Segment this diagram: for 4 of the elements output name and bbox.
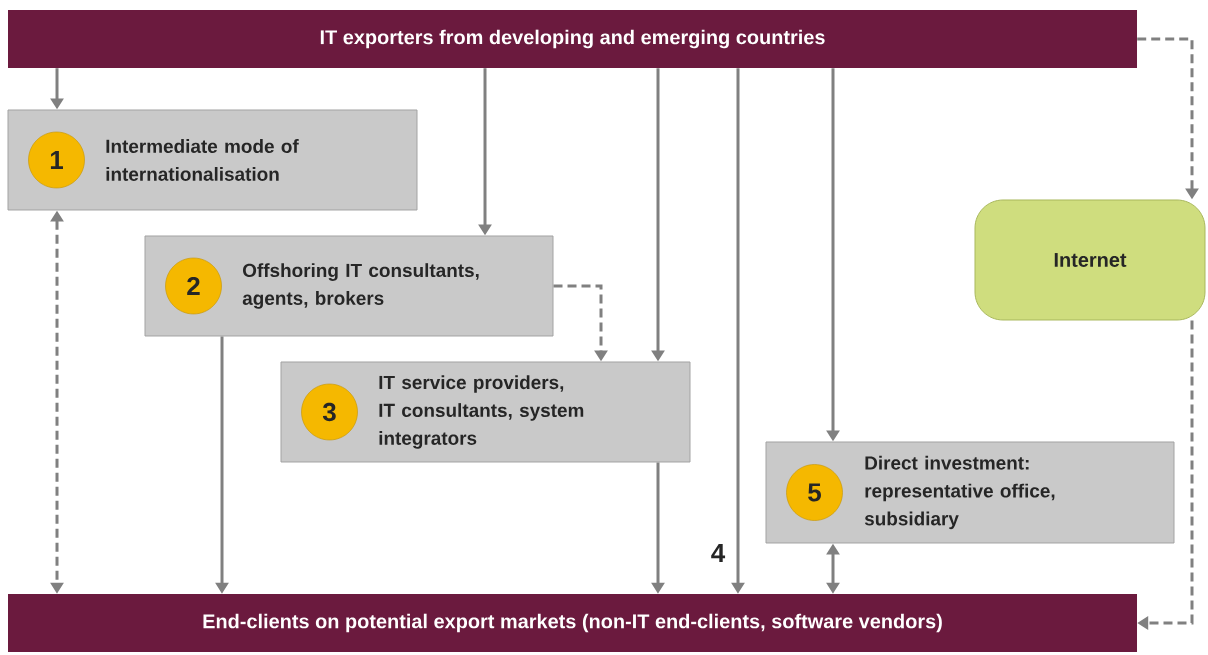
banner: IT exporters from developing and emerging countries (8, 10, 1137, 68)
rounded-box: Internet (974, 199, 1206, 321)
edge-label: 4 (709, 543, 727, 563)
banner: End-clients on potential export markets (non-IT end-clients, software vendors) (8, 594, 1137, 652)
